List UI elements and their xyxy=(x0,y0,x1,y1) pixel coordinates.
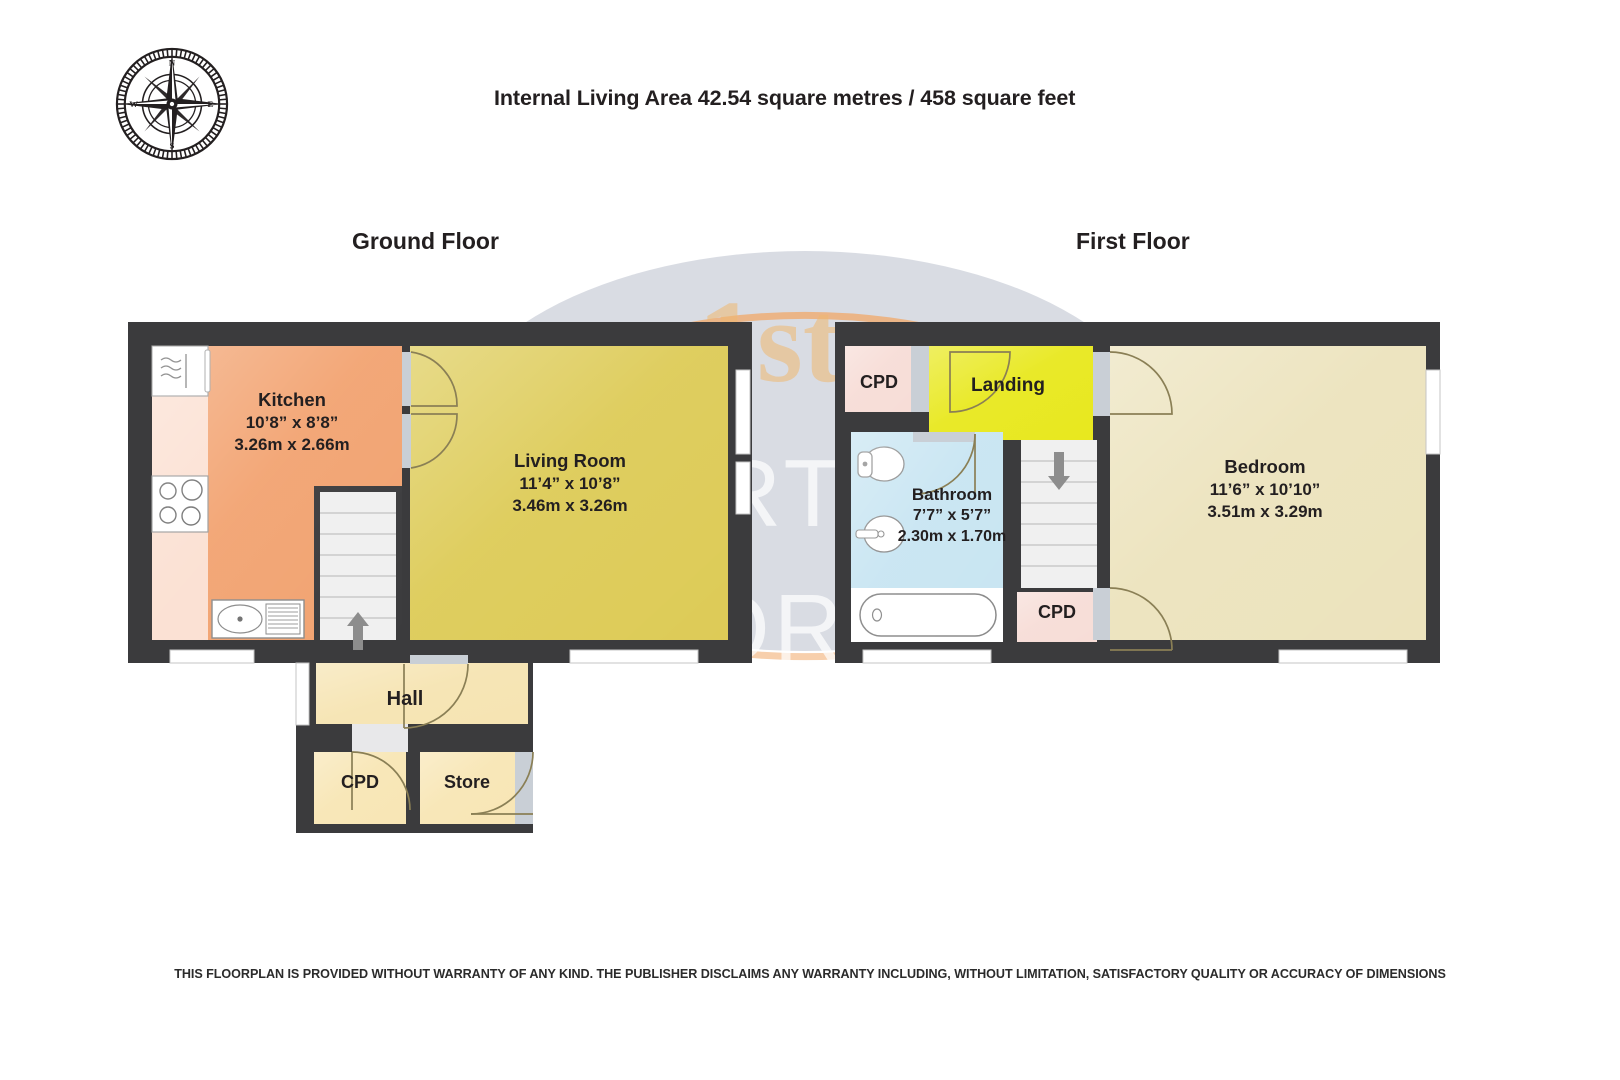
compass-west-label: W xyxy=(129,99,138,109)
stairs-up-arrow-icon xyxy=(347,612,369,650)
compass-north-label: N xyxy=(169,58,176,68)
compass-rose-icon: N E S W xyxy=(115,47,229,161)
window-kitchen-bottom xyxy=(169,649,255,664)
compass-south-label: S xyxy=(170,140,175,150)
bathroom-name: Bathroom xyxy=(911,485,993,504)
door-opening-kitchen-living-upper xyxy=(402,352,411,406)
window-bathroom-bottom xyxy=(862,649,992,664)
stairs-down-arrow-icon xyxy=(1048,452,1070,490)
room-label-kitchen: Kitchen 10’8” x 8’8” 3.26m x 2.66m xyxy=(193,388,391,456)
door-opening-bedroom-bottom xyxy=(1093,588,1110,640)
ground-floor-plan xyxy=(128,322,752,833)
room-label-cpd-first-bottom: CPD xyxy=(1037,602,1076,622)
living-room-metric: 3.46m x 3.26m xyxy=(512,496,628,516)
door-opening-bedroom-top xyxy=(1093,352,1110,416)
window-living-right-upper xyxy=(735,369,751,455)
room-label-hall: Hall xyxy=(386,688,424,710)
room-label-store: Store xyxy=(443,772,490,792)
room-label-bedroom: Bedroom 11’6” x 10’10” 3.51m x 3.29m xyxy=(1165,455,1365,523)
kitchen-name: Kitchen xyxy=(258,389,326,410)
page-title: Internal Living Area 42.54 square metres… xyxy=(494,86,1076,110)
door-opening-store xyxy=(515,752,533,824)
room-label-cpd-ground: CPD xyxy=(340,772,379,792)
door-opening-kitchen-living-lower xyxy=(402,414,411,468)
door-opening-bathroom xyxy=(913,432,975,442)
room-label-landing: Landing xyxy=(971,375,1045,396)
cpd-ground-opening xyxy=(352,724,408,752)
bedroom-name: Bedroom xyxy=(1224,456,1306,477)
living-room-imperial: 11’4” x 10’8” xyxy=(519,474,621,494)
window-living-bottom xyxy=(569,649,699,664)
window-living-right-lower xyxy=(735,461,751,515)
ground-floor-title: Ground Floor xyxy=(352,228,499,254)
bathroom-imperial: 7’7” x 5’7” xyxy=(912,507,992,525)
kitchen-imperial: 10’8” x 8’8” xyxy=(245,413,339,433)
room-label-bathroom: Bathroom 7’7” x 5’7” 2.30m x 1.70m xyxy=(869,484,1035,548)
door-swing-group-first xyxy=(914,351,1173,651)
living-room-name: Living Room xyxy=(513,450,627,471)
door-opening-cpd-first-top xyxy=(911,346,929,412)
window-hall-left xyxy=(295,662,310,726)
bathroom-metric: 2.30m x 1.70m xyxy=(897,527,1007,545)
bedroom-imperial: 11’6” x 10’10” xyxy=(1209,480,1321,500)
compass-east-label: E xyxy=(207,99,213,109)
window-bedroom-bottom xyxy=(1278,649,1408,664)
room-label-living-room: Living Room 11’4” x 10’8” 3.46m x 3.26m xyxy=(470,449,670,517)
kitchen-metric: 3.26m x 2.66m xyxy=(234,435,350,455)
door-swing-group-ground xyxy=(351,351,534,815)
room-label-cpd-first-top: CPD xyxy=(859,372,898,392)
bedroom-metric: 3.51m x 3.29m xyxy=(1207,502,1323,522)
first-floor-plan xyxy=(835,322,1441,664)
door-opening-hall-living xyxy=(410,655,468,664)
window-bedroom-right xyxy=(1425,369,1441,455)
first-floor-title: First Floor xyxy=(1076,228,1190,254)
disclaimer-text: THIS FLOORPLAN IS PROVIDED WITHOUT WARRA… xyxy=(174,967,1446,981)
